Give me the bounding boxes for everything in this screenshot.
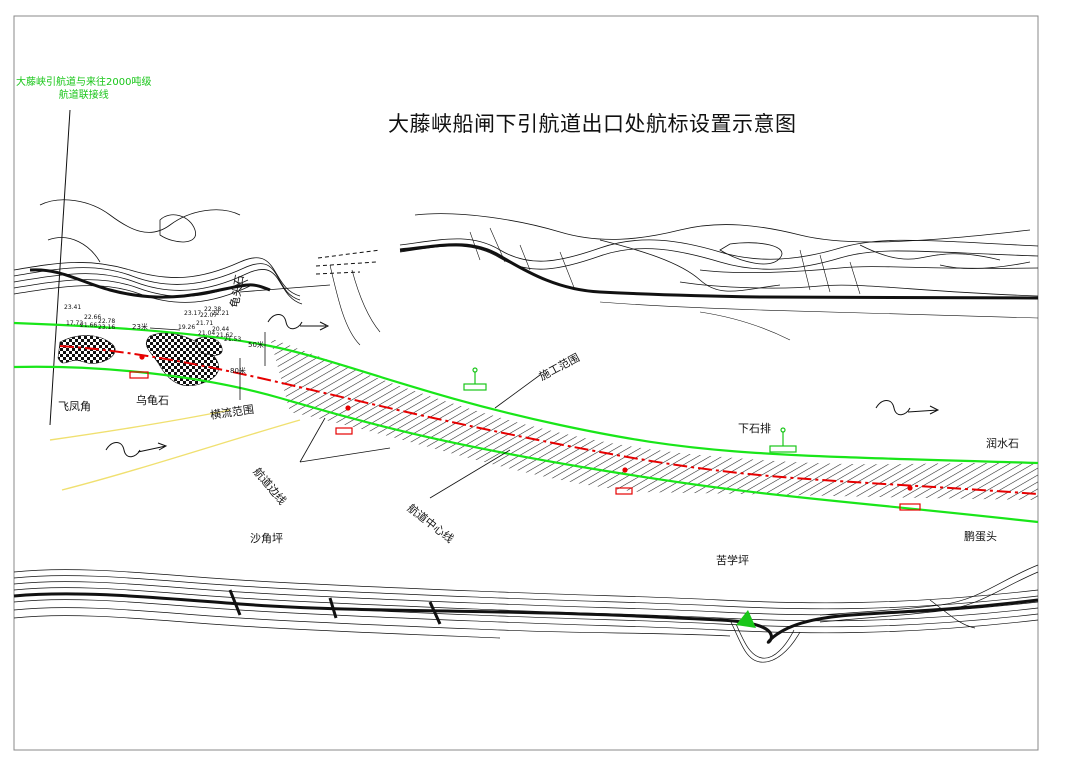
- connection-note-line1: 大藤峡引航道与来往2000吨级: [16, 77, 152, 88]
- yellow-lines: [49, 409, 301, 491]
- label-leaders: [299, 374, 541, 499]
- label-wuguishi: 乌龟石: [136, 394, 169, 407]
- sounding: 23.16: [98, 324, 116, 331]
- dimension-80: 80米: [230, 367, 246, 375]
- sounding: 19.26: [178, 324, 196, 331]
- sounding: 21.62: [216, 332, 234, 339]
- sounding: 23.41: [64, 304, 82, 311]
- channel-centerline: [59, 345, 1039, 495]
- sounding: 21.71: [196, 320, 214, 327]
- flow-arrow-icon: [105, 314, 940, 458]
- north-bank-contours: [13, 199, 1039, 305]
- north-bank-leader: [239, 284, 331, 293]
- connection-note-line2: 航道联接线: [58, 90, 109, 101]
- construction-hatch-area: [270, 338, 1038, 500]
- south-bank-shore: [13, 589, 1039, 644]
- sounding: 21.04: [198, 330, 216, 337]
- page-title: 大藤峡船闸下引航道出口处航标设置示意图: [388, 112, 797, 136]
- south-bank-green-feature: [736, 610, 756, 628]
- label-pengdantou: 鹏蛋头: [964, 530, 997, 543]
- label-kuxueping: 苦学坪: [716, 554, 749, 567]
- rock-3: [194, 336, 223, 356]
- sounding: 23.17: [184, 310, 202, 317]
- dimension-23: 23米: [132, 323, 148, 331]
- dimension-50: 50米: [248, 341, 264, 349]
- dashed-marks: [315, 249, 381, 275]
- label-xiashipai: 下石排: [738, 422, 771, 435]
- wuguishi-rock: [57, 335, 116, 364]
- channel-edge-lines: [13, 321, 1039, 524]
- connection-leader-line: [49, 109, 71, 426]
- sounding: 22.38: [204, 306, 222, 313]
- sounding: 22.66: [84, 314, 102, 321]
- red-markers: [129, 354, 921, 511]
- sounding: 21.66: [80, 322, 98, 329]
- sheet-frame: [13, 15, 1039, 751]
- sounding: 22.78: [98, 318, 116, 325]
- north-bank-fine: [329, 227, 1039, 346]
- south-bank-contours: [13, 564, 1039, 663]
- sounding: 22.07: [200, 312, 218, 319]
- dimension-lines: [149, 327, 266, 400]
- sounding: 17.72: [66, 320, 84, 327]
- sounding: 22.21: [212, 310, 230, 317]
- label-runshuishi: 润水石: [986, 437, 1019, 450]
- buoy-icon: [463, 367, 797, 453]
- sounding: 20.44: [212, 326, 230, 333]
- label-feifengjiao: 飞凤角: [58, 400, 91, 413]
- sounding: 21.53: [224, 336, 242, 343]
- north-bank-shore: [29, 243, 1039, 300]
- label-shajiaoping: 沙角坪: [250, 532, 283, 545]
- connection-note: 大藤峡引航道与来往2000吨级 航道联接线: [16, 76, 151, 102]
